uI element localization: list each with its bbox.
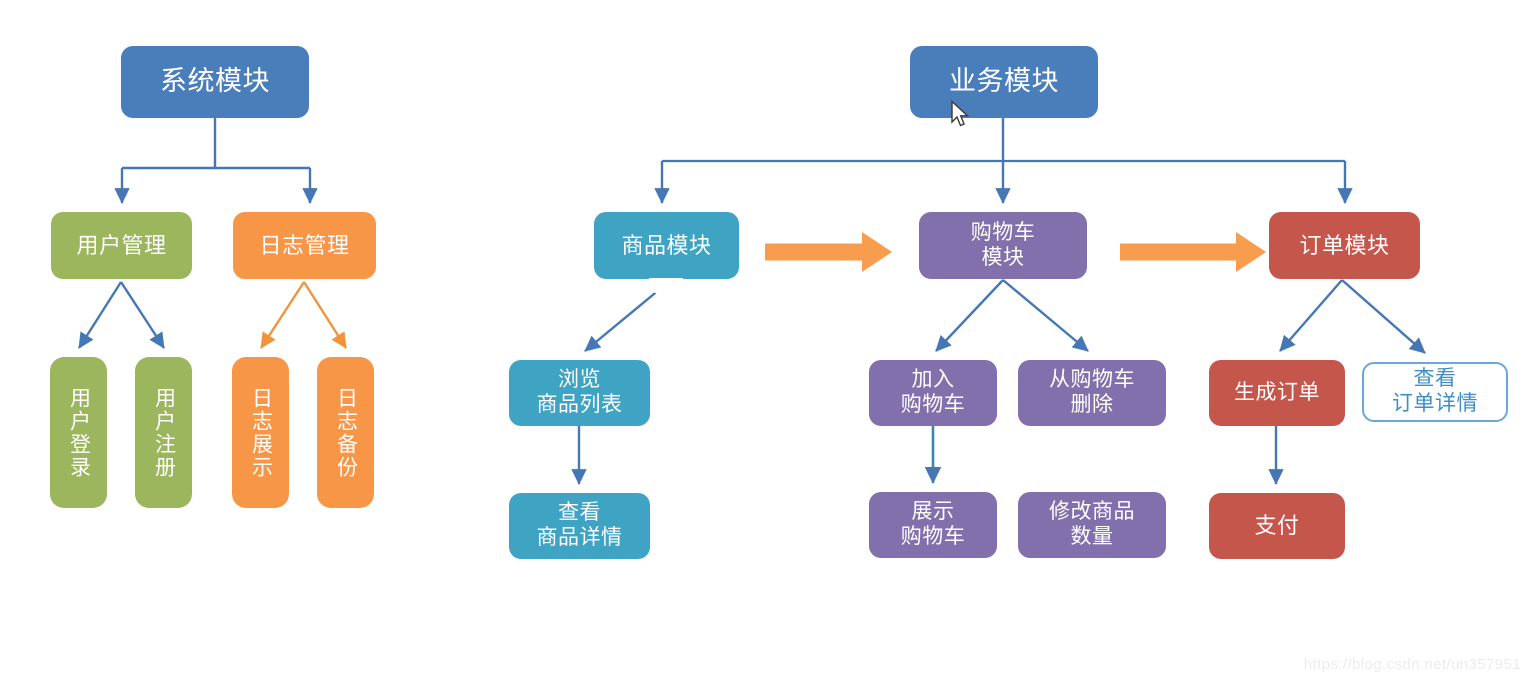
node-payment[interactable]: 支付	[1209, 493, 1345, 559]
node-user-login[interactable]: 用户登录	[50, 357, 107, 508]
node-create-order[interactable]: 生成订单	[1209, 360, 1345, 426]
edge-log-management-to-children	[259, 281, 348, 349]
node-show-cart[interactable]: 展示 购物车	[869, 492, 997, 558]
node-order-module[interactable]: 订单模块	[1269, 212, 1420, 279]
node-remove-from-cart[interactable]: 从购物车 删除	[1018, 360, 1166, 426]
node-modify-product-qty[interactable]: 修改商品 数量	[1018, 492, 1166, 558]
product-module-notch	[649, 278, 683, 295]
edge-user-management-to-children	[77, 281, 166, 349]
node-user-management[interactable]: 用户管理	[51, 212, 192, 279]
node-business-module[interactable]: 业务模块	[910, 46, 1098, 118]
watermark: https://blog.csdn.net/un357951	[1303, 656, 1521, 673]
edge-system-to-children	[114, 118, 318, 204]
flow-arrow-cart-to-order	[1120, 232, 1266, 272]
node-log-backup[interactable]: 日志备份	[317, 357, 374, 508]
edge-business-to-children	[654, 118, 1353, 204]
node-product-module[interactable]: 商品模块	[594, 212, 739, 279]
flow-arrow-product-to-cart	[765, 232, 892, 272]
node-add-to-cart[interactable]: 加入 购物车	[869, 360, 997, 426]
node-user-register[interactable]: 用户注册	[135, 357, 192, 508]
node-view-order-detail[interactable]: 查看 订单详情	[1362, 362, 1508, 422]
node-cart-module[interactable]: 购物车 模块	[919, 212, 1087, 279]
node-browse-product-list[interactable]: 浏览 商品列表	[509, 360, 650, 426]
node-log-display[interactable]: 日志展示	[232, 357, 289, 508]
node-log-management[interactable]: 日志管理	[233, 212, 376, 279]
node-system-module[interactable]: 系统模块	[121, 46, 309, 118]
node-view-product-detail[interactable]: 查看 商品详情	[509, 493, 650, 559]
